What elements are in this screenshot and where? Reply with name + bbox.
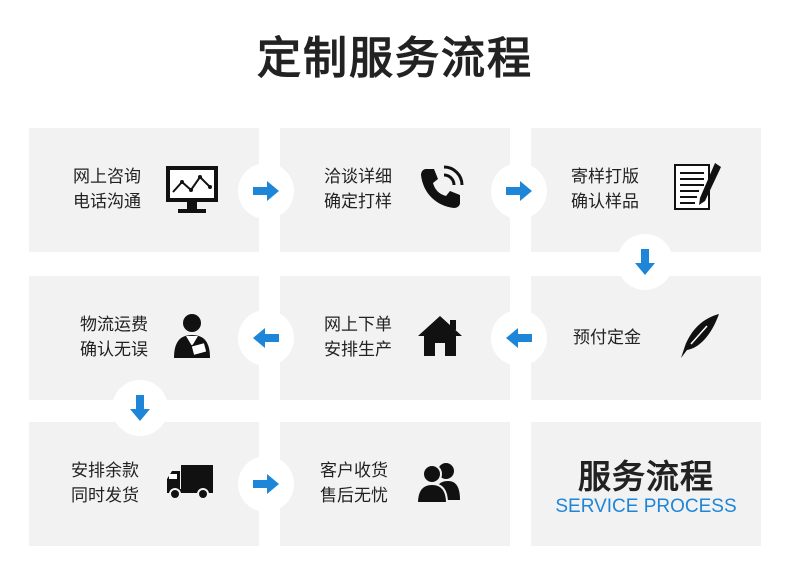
arrow-right-2 <box>491 163 547 219</box>
step-card-7: 安排余款 同时发货 <box>29 422 259 546</box>
step-line1: 安排余款 <box>71 461 139 481</box>
step-card-1: 网上咨询 电话沟通 <box>29 128 259 252</box>
arrow-left-2 <box>238 310 294 366</box>
step-line2: 确认无误 <box>80 340 148 360</box>
document-pen-icon <box>671 161 723 219</box>
final-title: 服务流程 <box>578 457 714 496</box>
arrow-left-icon <box>506 328 532 348</box>
final-subtitle: SERVICE PROCESS <box>555 496 737 517</box>
arrow-down-1 <box>617 234 673 290</box>
step-line2: 安排生产 <box>324 340 392 360</box>
step-label: 客户收货 售后无忧 <box>320 422 388 546</box>
step-line2: 电话沟通 <box>73 192 141 212</box>
page-title: 定制服务流程 <box>257 33 533 84</box>
step-line2: 售后无忧 <box>320 486 388 506</box>
person-icon <box>172 312 212 364</box>
arrow-left-icon <box>253 328 279 348</box>
step-card-5: 网上下单 安排生产 <box>280 276 510 400</box>
step-label: 寄样打版 确认样品 <box>571 128 639 252</box>
step-line1: 网上咨询 <box>73 167 141 187</box>
step-line2: 确定打样 <box>324 192 392 212</box>
arrow-left-1 <box>491 310 547 366</box>
step-label: 安排余款 同时发货 <box>71 422 139 546</box>
arrow-right-1 <box>238 163 294 219</box>
arrow-down-icon <box>130 395 150 421</box>
arrow-right-3 <box>238 456 294 512</box>
step-line2: 确认样品 <box>571 192 639 212</box>
step-label: 物流运费 确认无误 <box>80 276 148 400</box>
step-label: 洽谈详细 确定打样 <box>324 128 392 252</box>
step-line1: 洽谈详细 <box>324 167 392 187</box>
step-card-3: 寄样打版 确认样品 <box>531 128 761 252</box>
arrow-right-icon <box>253 181 279 201</box>
arrow-down-icon <box>635 249 655 275</box>
house-icon <box>416 314 464 362</box>
step-line1: 网上下单 <box>324 315 392 335</box>
step-line1: 客户收货 <box>320 461 388 481</box>
arrow-right-icon <box>253 474 279 494</box>
final-card: 服务流程 SERVICE PROCESS <box>531 422 761 546</box>
arrow-right-icon <box>506 181 532 201</box>
monitor-chart-icon <box>164 160 220 220</box>
step-line1: 物流运费 <box>80 315 148 335</box>
step-label: 网上咨询 电话沟通 <box>73 128 141 252</box>
step-line1: 寄样打版 <box>571 167 639 187</box>
step-label: 预付定金 <box>573 276 641 400</box>
truck-icon <box>165 463 215 505</box>
step-line1: 预付定金 <box>573 327 641 348</box>
step-card-8: 客户收货 售后无忧 <box>280 422 510 546</box>
step-card-6: 物流运费 确认无误 <box>29 276 259 400</box>
step-label: 网上下单 安排生产 <box>324 276 392 400</box>
step-card-4: 预付定金 <box>531 276 761 400</box>
users-icon <box>415 460 460 508</box>
phone-icon <box>416 163 466 217</box>
quill-icon <box>677 312 721 364</box>
step-line2: 同时发货 <box>71 486 139 506</box>
step-card-2: 洽谈详细 确定打样 <box>280 128 510 252</box>
arrow-down-2 <box>112 380 168 436</box>
